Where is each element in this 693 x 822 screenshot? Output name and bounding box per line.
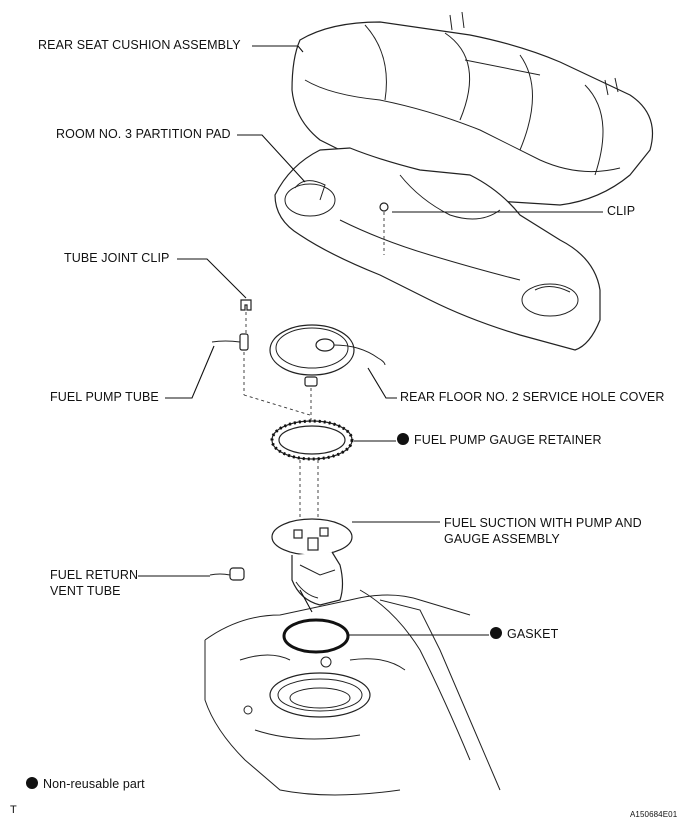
label-fuel-pump-tube: FUEL PUMP TUBE <box>50 390 159 404</box>
label-return-line2: VENT TUBE <box>50 584 121 598</box>
label-service-hole-cover: REAR FLOOR NO. 2 SERVICE HOLE COVER <box>400 390 665 404</box>
fuel-suction-pump-drawing <box>271 518 353 613</box>
label-gasket: GASKET <box>490 627 558 642</box>
legend-non-reusable: Non-reusable part <box>26 777 145 792</box>
clip-drawing <box>379 202 389 255</box>
fuel-return-vent-tube-drawing <box>209 567 245 581</box>
label-suction-line2: GAUGE ASSEMBLY <box>444 532 560 546</box>
non-reusable-marker-icon <box>26 777 38 789</box>
label-partition-pad: ROOM NO. 3 PARTITION PAD <box>56 127 231 141</box>
label-return-line1: FUEL RETURN <box>50 568 139 582</box>
fuel-pump-tube-drawing <box>211 333 311 416</box>
non-reusable-marker-icon <box>397 433 409 445</box>
footer-left-mark: T <box>10 804 17 816</box>
label-gauge-retainer-text: FUEL PUMP GAUGE RETAINER <box>414 433 602 447</box>
label-gauge-retainer: FUEL PUMP GAUGE RETAINER <box>397 433 602 448</box>
label-tube-joint-clip: TUBE JOINT CLIP <box>64 251 170 265</box>
vehicle-floor-drawing <box>204 589 501 796</box>
non-reusable-marker-icon <box>490 627 502 639</box>
legend-non-reusable-text: Non-reusable part <box>43 777 145 791</box>
figure-code: A150684E01 <box>630 810 678 819</box>
gasket-drawing <box>282 618 350 654</box>
service-hole-cover-drawing <box>269 324 386 420</box>
label-rear-seat-cushion: REAR SEAT CUSHION ASSEMBLY <box>38 38 241 52</box>
label-clip: CLIP <box>607 204 636 218</box>
leader-lines <box>138 45 603 636</box>
partition-pad-drawing <box>274 147 601 351</box>
gauge-retainer-drawing <box>270 419 354 461</box>
tube-joint-clip-drawing <box>240 299 252 335</box>
label-gasket-text: GASKET <box>507 627 559 641</box>
label-suction-line1: FUEL SUCTION WITH PUMP AND <box>444 516 642 530</box>
